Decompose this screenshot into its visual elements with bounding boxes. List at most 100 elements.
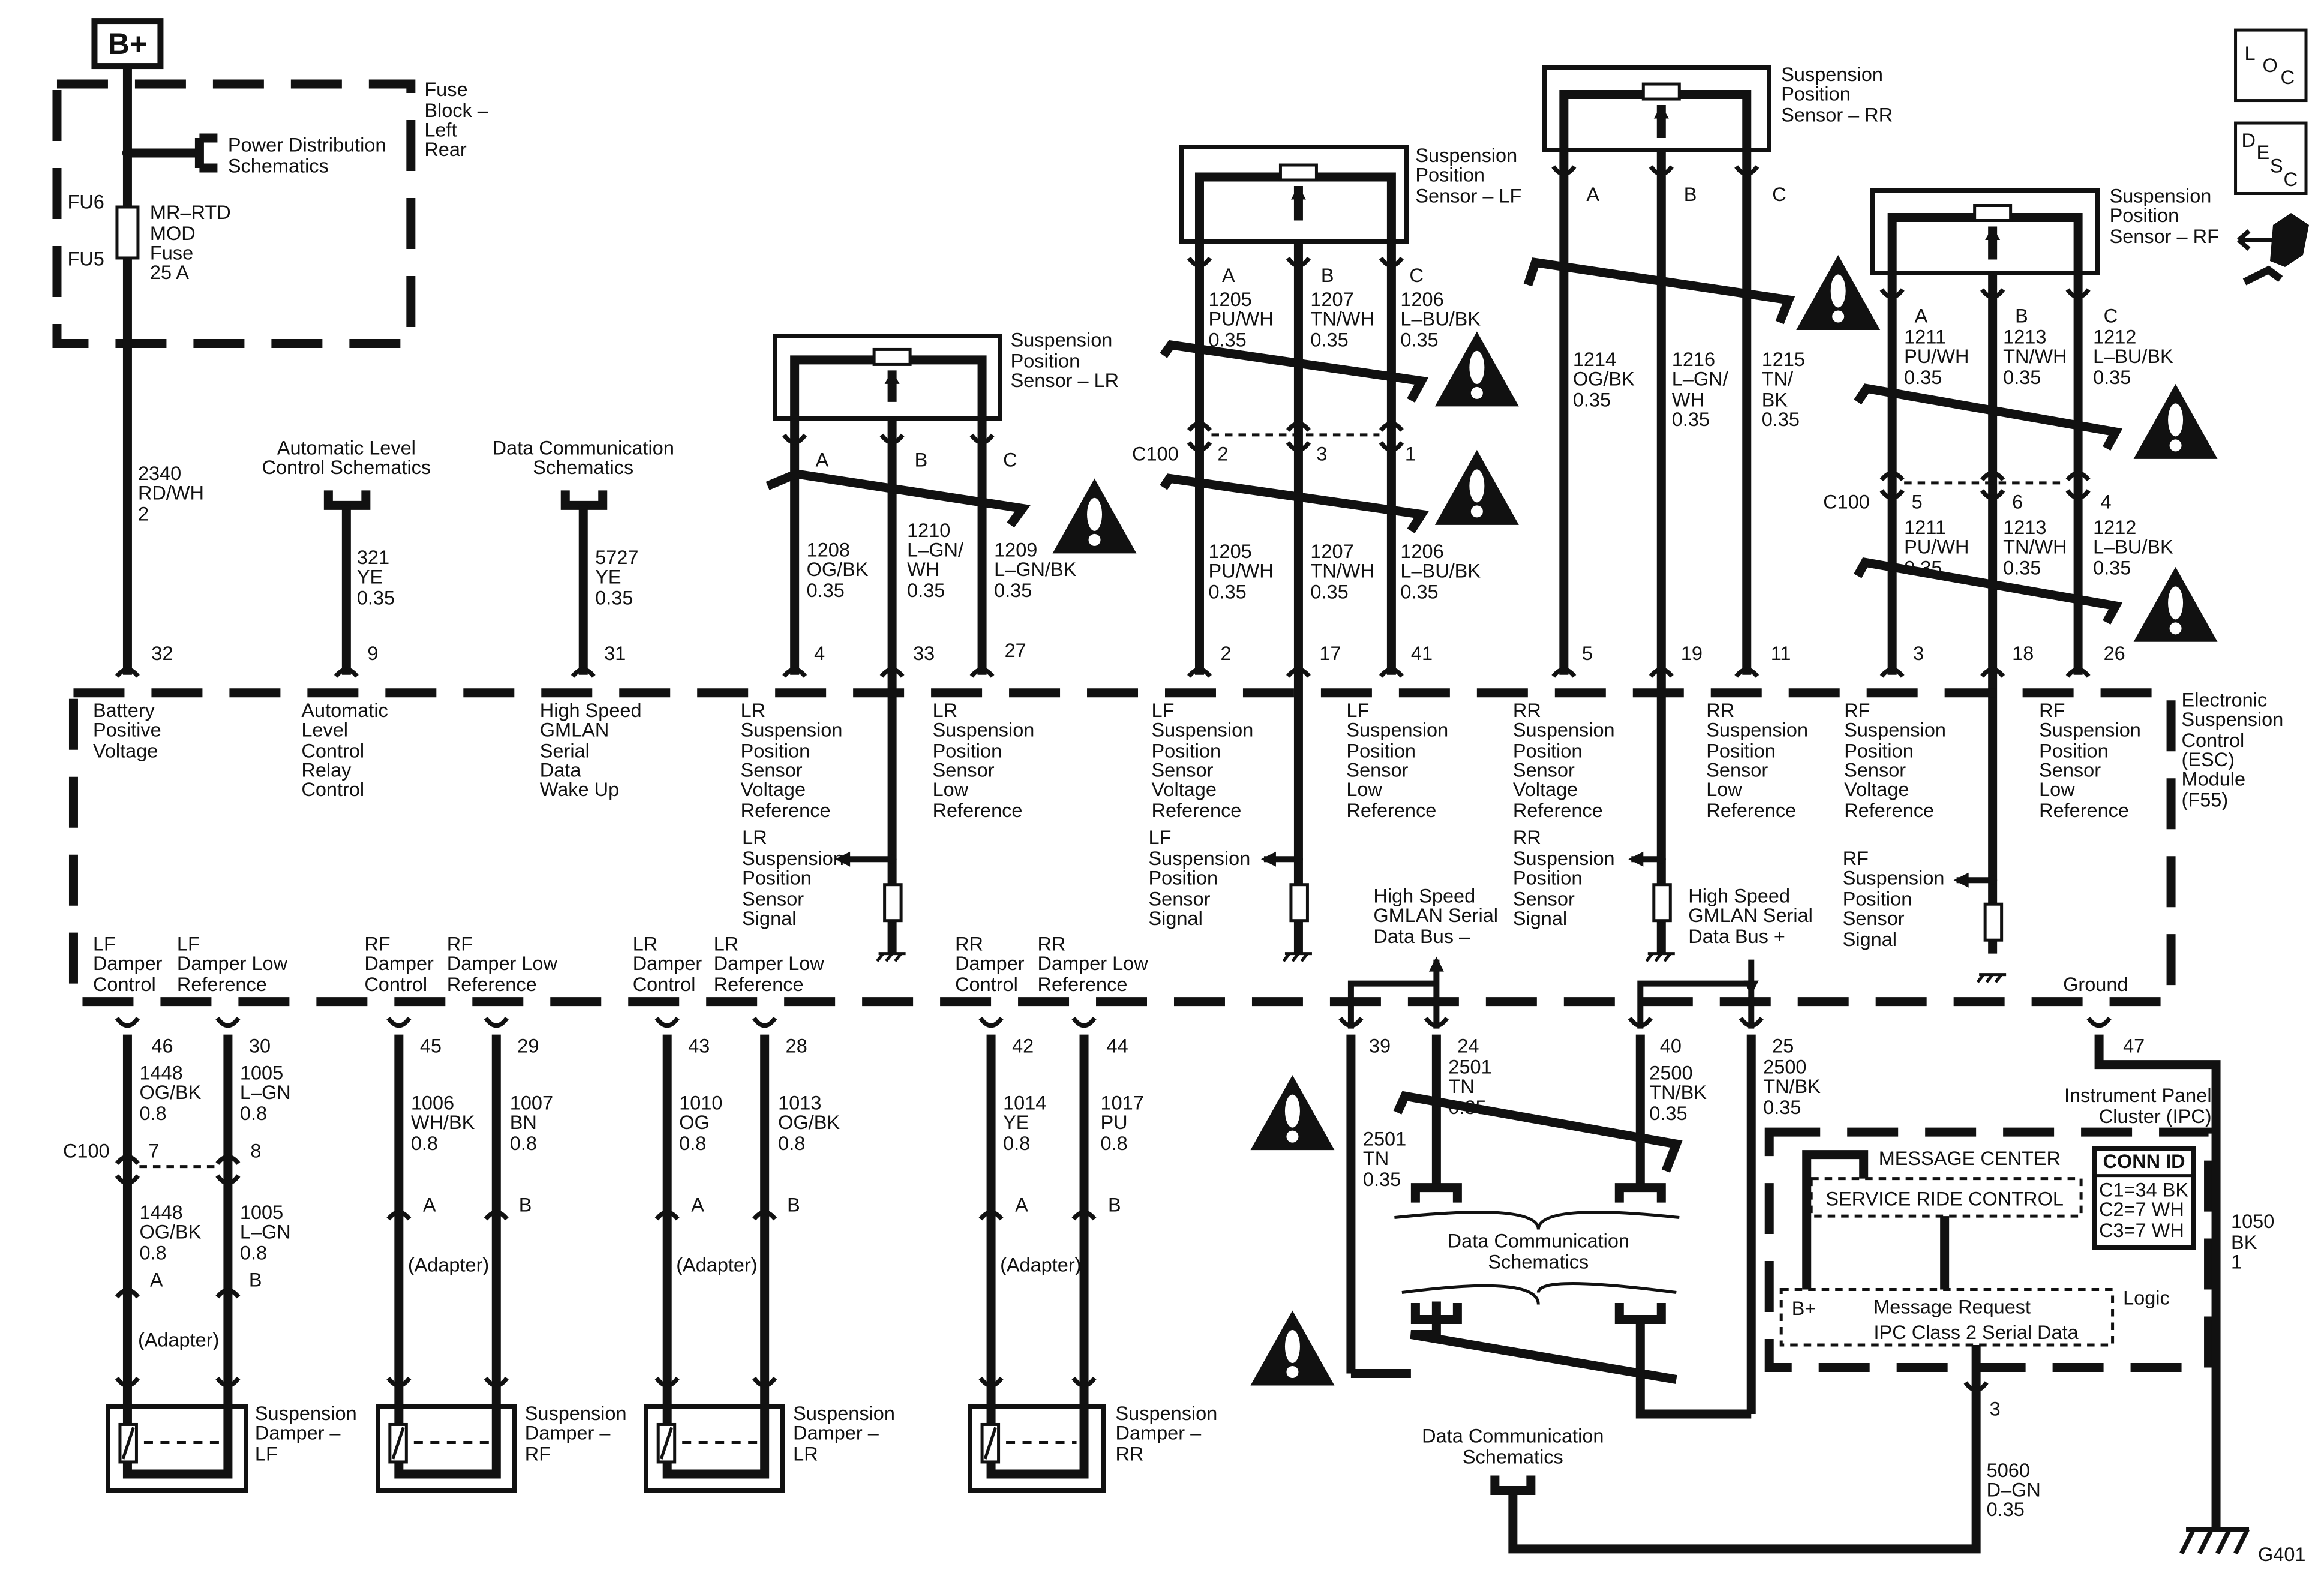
svg-text:Reference: Reference bbox=[1706, 800, 1796, 821]
svg-text:0.35: 0.35 bbox=[2003, 557, 2041, 578]
lf-sensor-pins: A B C bbox=[1222, 265, 1424, 286]
svg-text:B: B bbox=[1108, 1194, 1121, 1216]
svg-text:0.8: 0.8 bbox=[139, 1242, 166, 1264]
svg-text:Sensor: Sensor bbox=[1513, 760, 1575, 781]
svg-text:Suspension: Suspension bbox=[2182, 709, 2284, 730]
svg-text:Suspension: Suspension bbox=[255, 1403, 357, 1424]
svg-text:S: S bbox=[2270, 155, 2283, 177]
svg-text:0.8: 0.8 bbox=[139, 1103, 166, 1124]
svg-text:0.35: 0.35 bbox=[1763, 1097, 1801, 1118]
lf-damper-wire-labels-top: 1448 OG/BK 0.8 1005 L–GN 0.8 bbox=[139, 1062, 290, 1124]
svg-text:1210: 1210 bbox=[907, 520, 950, 541]
svg-text:C: C bbox=[2281, 67, 2295, 88]
svg-text:C100: C100 bbox=[1132, 443, 1179, 464]
svg-text:29: 29 bbox=[517, 1035, 539, 1057]
svg-text:GMLAN Serial: GMLAN Serial bbox=[1373, 905, 1498, 926]
svg-text:Reference: Reference bbox=[447, 974, 537, 995]
svg-text:Block –: Block – bbox=[424, 100, 488, 121]
svg-text:Voltage: Voltage bbox=[93, 740, 158, 761]
svg-text:1: 1 bbox=[2231, 1251, 2242, 1273]
svg-text:3: 3 bbox=[1913, 643, 1924, 664]
rr-sensor-pins: A B C bbox=[1586, 184, 1786, 205]
svg-text:Reference: Reference bbox=[933, 800, 1023, 821]
svg-text:1006: 1006 bbox=[411, 1092, 454, 1114]
svg-text:Suspension: Suspension bbox=[1011, 329, 1113, 350]
svg-text:Signal: Signal bbox=[1149, 908, 1203, 929]
svg-text:0.35: 0.35 bbox=[1573, 389, 1611, 410]
module-top-pin-numbers: 32 9 31 4 33 27 2 17 41 5 19 11 3 18 26 bbox=[151, 640, 2125, 664]
svg-text:Suspension: Suspension bbox=[2039, 719, 2141, 740]
ground-wire-label: 1050 BK 1 bbox=[2231, 1211, 2274, 1272]
svg-text:L–GN: L–GN bbox=[240, 1221, 291, 1243]
svg-text:Control: Control bbox=[633, 974, 696, 995]
svg-text:Voltage: Voltage bbox=[1152, 779, 1217, 800]
svg-text:Sensor: Sensor bbox=[933, 760, 995, 781]
svg-text:Schematics: Schematics bbox=[228, 155, 329, 177]
svg-text:PU: PU bbox=[1101, 1112, 1128, 1133]
svg-text:Damper Low: Damper Low bbox=[177, 953, 288, 974]
svg-text:MOD: MOD bbox=[150, 223, 196, 244]
svg-text:BK: BK bbox=[2231, 1232, 2257, 1253]
locator-icon bbox=[2234, 28, 2308, 103]
svg-text:B: B bbox=[2015, 305, 2028, 326]
svg-text:0.35: 0.35 bbox=[1310, 581, 1348, 602]
svg-text:Sensor – RR: Sensor – RR bbox=[1781, 104, 1893, 126]
svg-text:Data Communication: Data Communication bbox=[493, 437, 674, 458]
svg-text:4: 4 bbox=[2101, 491, 2112, 512]
svg-text:Suspension: Suspension bbox=[1781, 64, 1883, 85]
svg-text:1007: 1007 bbox=[510, 1092, 553, 1114]
svg-text:41: 41 bbox=[1411, 643, 1433, 664]
lr-sensor-pins: A B C bbox=[816, 449, 1017, 470]
svg-text:Cluster (IPC): Cluster (IPC) bbox=[2099, 1106, 2212, 1127]
battery-source-label: B+ bbox=[108, 27, 147, 61]
lr-damper-wire-labels: 1010 OG 0.8 1013 OG/BK 0.8 bbox=[679, 1092, 840, 1154]
lf-damper-wire-labels-bottom: 1448 OG/BK 0.8 1005 L–GN 0.8 bbox=[139, 1202, 290, 1263]
svg-text:C: C bbox=[1003, 449, 1017, 470]
svg-text:0.35: 0.35 bbox=[1904, 367, 1942, 388]
svg-text:OG/BK: OG/BK bbox=[139, 1221, 201, 1243]
svg-text:Wake Up: Wake Up bbox=[540, 779, 619, 800]
svg-text:Suspension: Suspension bbox=[1116, 1403, 1218, 1424]
svg-text:1208: 1208 bbox=[807, 539, 850, 560]
power-distribution-reference: Power Distribution Schematics bbox=[228, 134, 386, 177]
svg-text:Signal: Signal bbox=[742, 908, 796, 929]
rf-caution-icon-lower bbox=[2133, 566, 2218, 642]
svg-text:B: B bbox=[249, 1269, 262, 1291]
svg-text:0.8: 0.8 bbox=[240, 1103, 267, 1124]
svg-text:TN: TN bbox=[1448, 1076, 1474, 1097]
svg-text:0.35: 0.35 bbox=[595, 587, 633, 608]
svg-text:Control: Control bbox=[2182, 730, 2245, 751]
svg-text:0.35: 0.35 bbox=[1363, 1169, 1401, 1190]
svg-text:Sensor: Sensor bbox=[2039, 760, 2101, 781]
svg-text:L–BU/BK: L–BU/BK bbox=[2093, 536, 2173, 557]
svg-text:Suspension: Suspension bbox=[741, 719, 843, 740]
svg-text:L–GN: L–GN bbox=[240, 1082, 291, 1103]
svg-text:C: C bbox=[1409, 265, 1423, 286]
svg-text:Damper: Damper bbox=[364, 953, 434, 974]
lf-sensor-wire-labels-top: 1205 PU/WH 0.35 1207 TN/WH 0.35 1206 L–B… bbox=[1208, 289, 1481, 350]
ipc-pin-number: 3 bbox=[1990, 1398, 2001, 1419]
svg-text:LF: LF bbox=[1149, 827, 1172, 848]
rf-sensor-wire-labels-bottom: 1211 PU/WH 0.35 1213 TN/WH 0.35 1212 L–B… bbox=[1904, 517, 2173, 578]
svg-text:Rear: Rear bbox=[424, 139, 467, 160]
svg-text:IPC Class 2 Serial Data: IPC Class 2 Serial Data bbox=[1874, 1322, 2079, 1343]
svg-text:0.8: 0.8 bbox=[679, 1133, 706, 1154]
svg-text:LF: LF bbox=[255, 1443, 278, 1464]
svg-text:Instrument Panel: Instrument Panel bbox=[2064, 1085, 2212, 1106]
svg-text:C: C bbox=[2284, 169, 2298, 190]
ipc-title: Instrument Panel Cluster (IPC) bbox=[2064, 1085, 2212, 1127]
svg-text:0.35: 0.35 bbox=[994, 580, 1032, 601]
alc-wire-label: 321 YE 0.35 bbox=[357, 547, 395, 608]
svg-text:Sensor: Sensor bbox=[1513, 888, 1575, 910]
module-bottom-connectors bbox=[117, 1018, 2110, 1025]
ipc-message-center-label: MESSAGE CENTER bbox=[1879, 1148, 2061, 1169]
svg-text:TN/BK: TN/BK bbox=[1763, 1076, 1821, 1097]
svg-text:0.35: 0.35 bbox=[907, 580, 945, 601]
svg-text:Position: Position bbox=[1011, 350, 1080, 371]
module-top-pin-labels: Battery Positive Voltage Automatic Level… bbox=[93, 700, 2141, 821]
svg-text:Serial: Serial bbox=[540, 740, 590, 761]
svg-text:B: B bbox=[787, 1194, 800, 1216]
rf-c100-connector: C100 5 6 4 bbox=[1823, 491, 2111, 512]
svg-text:0.35: 0.35 bbox=[807, 580, 845, 601]
svg-text:Automatic Level: Automatic Level bbox=[277, 437, 416, 458]
